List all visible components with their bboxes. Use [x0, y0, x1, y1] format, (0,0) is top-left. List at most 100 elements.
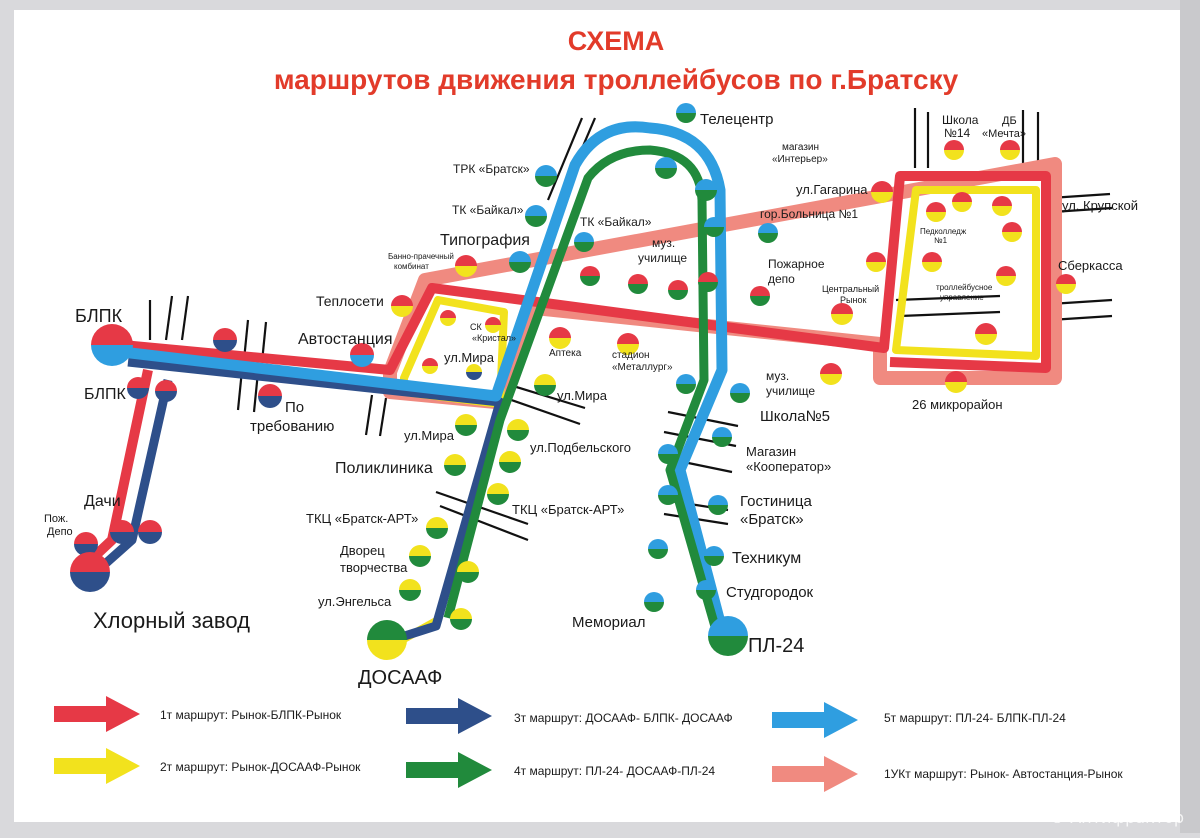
label-gor-bolnitsa: гор.Больница №1 [760, 207, 858, 221]
stop-marker [422, 358, 438, 374]
stop-marker [399, 579, 421, 601]
stop-marker [945, 371, 967, 393]
stop-marker [455, 255, 477, 277]
legend-label-2t: 2т маршрут: Рынок-ДОСААФ-Рынок [160, 760, 361, 774]
label-tkts-1: ТКЦ «Братск-АРТ» [306, 511, 418, 526]
route-5t-line [121, 121, 728, 632]
label-dosaaf: ДОСААФ [358, 667, 442, 689]
label-ul-mira-1: ул.Мира [444, 350, 495, 365]
stop-marker [628, 274, 648, 294]
paper-sheet [14, 10, 1184, 822]
stop-marker [1000, 140, 1020, 160]
stop-marker [952, 192, 972, 212]
stop-marker [975, 323, 997, 345]
stop-marker [455, 414, 477, 436]
stop-marker [871, 181, 893, 203]
stop-marker [1056, 274, 1076, 294]
scheme-title: СХЕМА [567, 26, 665, 56]
stop-marker [70, 552, 110, 592]
legend-label-5t: 5т маршрут: ПЛ-24- БЛПК-ПЛ-24 [884, 711, 1066, 725]
label-sk-kristal: СК«Кристал» [470, 322, 516, 343]
stop-marker [820, 363, 842, 385]
label-pl24: ПЛ-24 [748, 635, 804, 657]
stop-markers [70, 103, 1076, 660]
label-avtostantsiya: Автостанция [298, 331, 393, 348]
stop-marker [367, 620, 407, 660]
label-studgorodok: Студгородок [726, 584, 814, 601]
stop-marker [658, 485, 678, 505]
stop-marker [704, 546, 724, 566]
label-db-mechta: ДБ«Мечта» [982, 115, 1026, 140]
label-ul-engelsa: ул.Энгельса [318, 594, 392, 609]
stop-marker [658, 444, 678, 464]
stop-labels: БЛПК БЛПК Дачи Пож.Депо Хлорный завод По… [44, 111, 1138, 689]
stop-marker [440, 310, 456, 326]
label-shkola5: Школа№5 [760, 408, 830, 425]
stop-marker [750, 286, 770, 306]
stop-marker [644, 592, 664, 612]
label-ul-mira-3: ул.Мира [404, 428, 455, 443]
label-gostinitsa: Гостиница«Братск» [740, 493, 812, 528]
stop-marker [74, 532, 98, 556]
stop-marker [466, 364, 482, 380]
legend-label-3t: 3т маршрут: ДОСААФ- БЛПК- ДОСААФ [514, 711, 733, 725]
label-teletsentr: Телецентр [700, 111, 774, 128]
legend-label-1ukt: 1УКт маршрут: Рынок- Автостанция-Рынок [884, 767, 1123, 781]
stop-marker [444, 454, 466, 476]
stop-marker [944, 140, 964, 160]
stop-marker [499, 451, 521, 473]
label-tk-baikal-1: ТК «Байкал» [452, 203, 524, 217]
stop-marker [676, 103, 696, 123]
label-ul-mira-2: ул.Мира [557, 388, 608, 403]
stop-marker [258, 384, 282, 408]
stop-marker [574, 232, 594, 252]
label-ul-krupskoy: ул. Крупской [1062, 198, 1138, 213]
stop-marker [695, 179, 717, 201]
label-magazin-kooperator: Магазин«Кооператор» [746, 444, 831, 474]
stop-marker [708, 616, 748, 656]
stop-marker [698, 272, 718, 292]
stop-marker [525, 205, 547, 227]
stop-marker [213, 328, 237, 352]
stop-marker [426, 517, 448, 539]
label-apteka: Аптека [549, 348, 582, 359]
stop-marker [485, 317, 501, 333]
legend: 1т маршрут: Рынок-БЛПК-Рынок 2т маршрут:… [54, 696, 1123, 792]
label-muz-uchilishche-1: муз.училище [638, 236, 687, 265]
stop-marker [457, 561, 479, 583]
label-mikroraion26: 26 микрорайон [912, 397, 1003, 412]
stop-marker [110, 520, 134, 544]
legend-item-3t: 3т маршрут: ДОСААФ- БЛПК- ДОСААФ [406, 698, 733, 734]
stop-marker [509, 251, 531, 273]
stop-marker [708, 495, 728, 515]
stop-marker [996, 266, 1016, 286]
stop-marker [138, 520, 162, 544]
label-pozh-depo-left: Пож.Депо [44, 513, 73, 538]
label-tipografiya: Типография [440, 232, 530, 249]
stop-marker [992, 196, 1012, 216]
stop-marker [758, 223, 778, 243]
stop-marker [704, 217, 724, 237]
watermark: © Антифрактор [1049, 808, 1184, 827]
stop-marker [549, 327, 571, 349]
label-teploseti: Теплосети [316, 293, 384, 309]
stop-marker [617, 333, 639, 355]
stop-marker [535, 165, 557, 187]
stop-marker [831, 303, 853, 325]
label-tekhnikum: Техникум [732, 550, 801, 567]
stop-marker [922, 252, 942, 272]
stop-marker [391, 295, 413, 317]
stop-marker [409, 545, 431, 567]
stop-marker [730, 383, 750, 403]
stop-marker [696, 580, 716, 600]
stop-marker [580, 266, 600, 286]
paper-edge [1180, 0, 1200, 833]
stop-marker [712, 427, 732, 447]
stop-marker [450, 608, 472, 630]
label-tk-baikal-2: ТК «Байкал» [580, 215, 652, 229]
